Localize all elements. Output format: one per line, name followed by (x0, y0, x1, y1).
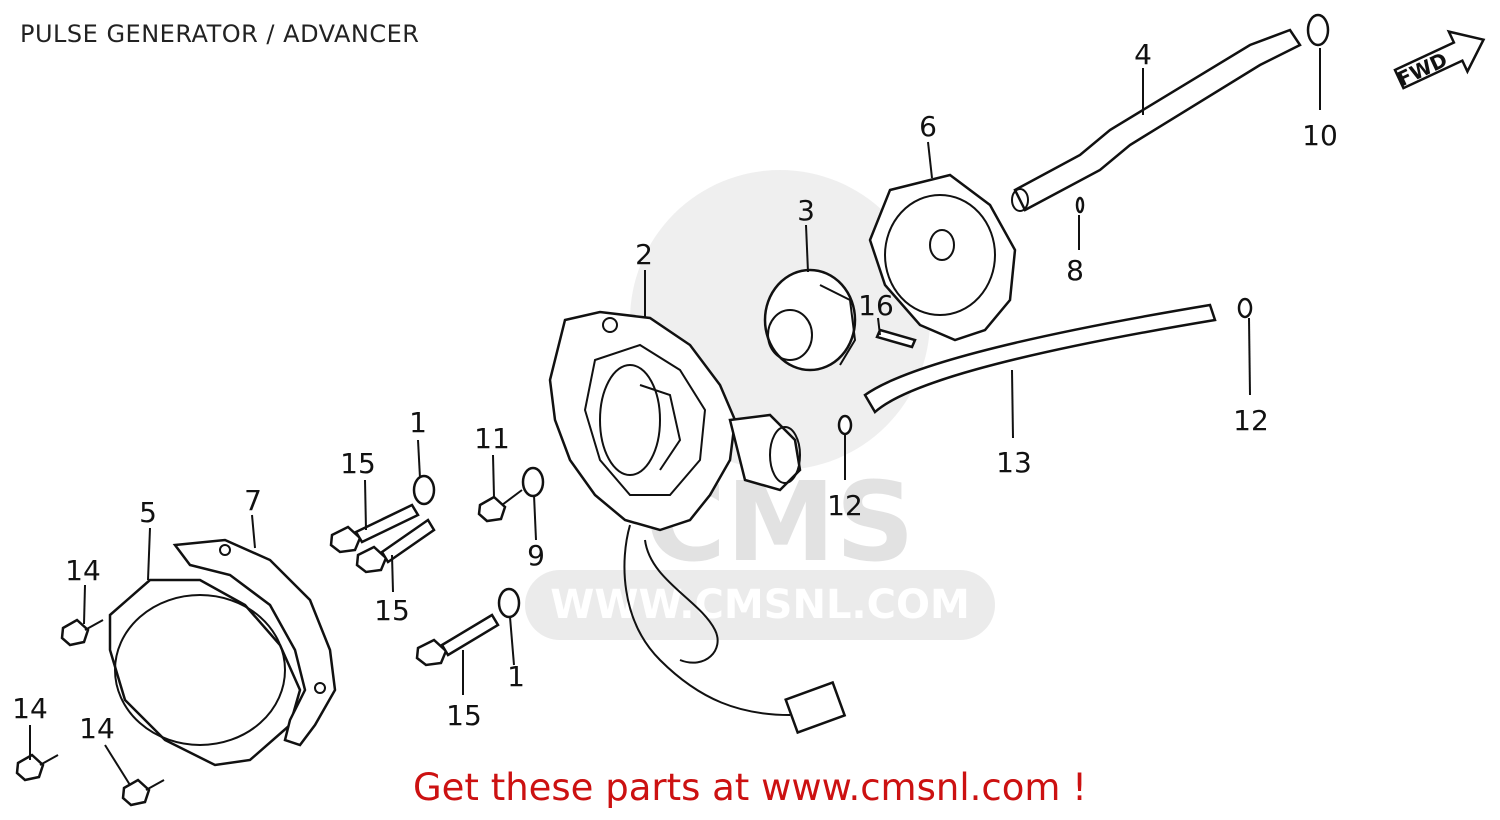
callout-14-c: 14 (79, 712, 115, 745)
watermark-url-pill (525, 570, 995, 640)
callout-12-a: 12 (827, 489, 863, 522)
fwd-arrow: FWD (1393, 29, 1486, 91)
leader-lines (29, 48, 1321, 786)
bolt-14-b (15, 753, 59, 782)
callout-15-c: 15 (446, 699, 482, 732)
callout-1-b: 1 (507, 660, 525, 693)
bolt-14-c (121, 778, 165, 807)
callout-14-b: 14 (12, 692, 48, 725)
part-3-advancer (763, 268, 857, 372)
watermark-url-text: WWW.CMSNL.COM (550, 582, 970, 628)
part-8-pin (1075, 196, 1085, 214)
callout-11: 11 (474, 422, 510, 455)
callout-3: 3 (797, 194, 815, 227)
bolt-15-b (355, 518, 436, 574)
washer-9 (521, 466, 545, 498)
callout-16: 16 (858, 289, 894, 322)
callout-9: 9 (527, 539, 545, 572)
callout-4: 4 (1134, 38, 1152, 71)
callout-15-b: 15 (374, 594, 410, 627)
bolt-15-a (329, 503, 420, 554)
callout-14-a: 14 (65, 554, 101, 587)
callout-13: 13 (996, 446, 1032, 479)
callout-8: 8 (1066, 254, 1084, 287)
part-6-cover-plate (868, 173, 1017, 342)
callout-6: 6 (919, 110, 937, 143)
callout-7: 7 (244, 484, 262, 517)
callout-10: 10 (1302, 119, 1338, 152)
fwd-label: FWD (1394, 47, 1452, 91)
callout-2: 2 (635, 238, 653, 271)
callouts: 1 1 2 3 4 5 6 7 8 9 10 11 12 12 13 14 14… (12, 38, 1338, 745)
callout-1-a: 1 (409, 406, 427, 439)
part-13-hose (863, 303, 1217, 414)
fwd-arrow-icon (1393, 29, 1486, 90)
washer-1-a (412, 474, 436, 506)
page-title: PULSE GENERATOR / ADVANCER (20, 20, 420, 48)
part-7-gasket (172, 538, 337, 747)
part-16-pin (875, 328, 917, 349)
part-12-clip-b (1237, 297, 1253, 319)
part-5-cover (108, 578, 302, 767)
part-12-clip-a (837, 414, 853, 436)
bolt-15-c (415, 613, 500, 667)
part-2-pulse-generator (548, 310, 847, 735)
footer-link-text[interactable]: Get these parts at www.cmsnl.com ! (412, 766, 1087, 809)
bolt-11 (477, 489, 523, 523)
callout-12-b: 12 (1233, 404, 1269, 437)
callout-15-a: 15 (340, 447, 376, 480)
washer-1-b (497, 587, 521, 619)
callout-5: 5 (139, 496, 157, 529)
bolt-14-a (60, 618, 104, 647)
part-4-shaft (1011, 28, 1302, 212)
part-10-o-ring (1306, 13, 1330, 47)
